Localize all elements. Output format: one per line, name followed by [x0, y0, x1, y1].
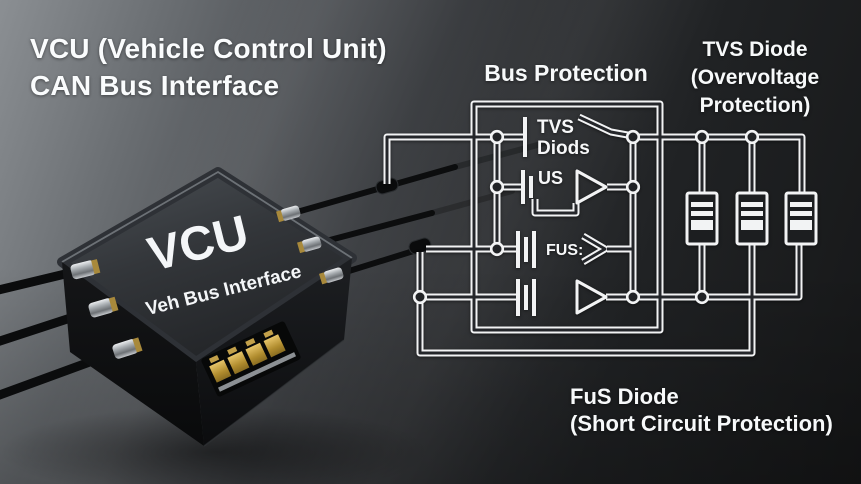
tvs-diode-label-line2: (Overvoltage [690, 66, 820, 89]
fus-diode-label: FuS Diode (Short Circuit Protection) [570, 383, 833, 437]
junction-node [625, 179, 641, 195]
vcu-device: VCU Veh Bus Interface [57, 167, 357, 447]
junction-nodes [412, 129, 760, 305]
gold-pin [245, 342, 268, 366]
page-title-line1: VCU (Vehicle Control Unit) [30, 33, 387, 64]
cable-connector [88, 296, 119, 318]
gold-pin [263, 334, 286, 358]
gold-edge-connector [201, 321, 301, 397]
junction-node [744, 129, 760, 145]
junction-node [625, 289, 641, 305]
fus-diode-label-line2: (Short Circuit Protection) [570, 411, 833, 436]
tvs-diode-components [685, 191, 818, 246]
buffer-triangle-icon [575, 279, 608, 315]
cable-connector [112, 337, 143, 359]
junction-node [489, 129, 505, 145]
cable-connectors-left [70, 259, 143, 359]
tvs-diode-label-line3: Protection) [699, 94, 811, 117]
buffer-triangle-icon [575, 169, 608, 205]
cable-connector [70, 259, 101, 280]
tvs-diode-label-line1: TVS Diode [702, 38, 808, 61]
capacitor-bars-icon [516, 117, 536, 316]
schematic-tvs-label-line2: Diods [537, 138, 590, 159]
junction-node [489, 179, 505, 195]
junction-node [694, 289, 710, 305]
bus-protection-label: Bus Protection [484, 60, 648, 86]
schematic-fus-label: FUS: [546, 242, 583, 259]
fus-diode-label-line1: FuS Diode [570, 384, 679, 409]
tvs-diode-component [685, 191, 719, 246]
cable-connectors-right [276, 205, 344, 285]
cable-taps [375, 177, 432, 255]
cable-connector [319, 267, 344, 285]
cable-right-1 [287, 164, 458, 217]
junction-node [489, 241, 505, 257]
connector-strip [218, 352, 297, 392]
device-bottom-edge [203, 339, 345, 447]
connector-pins [208, 329, 286, 383]
device-shadow [0, 406, 430, 484]
tvs-diode-component [784, 191, 818, 246]
tvs-diode-label: TVS Diode (Overvoltage Protection) [652, 36, 858, 120]
page-title-line2: CAN Bus Interface [30, 70, 280, 101]
cable-connector [276, 205, 301, 223]
tvs-diode-component [735, 191, 769, 246]
schematic-tvs-label-line1: TVS [537, 117, 574, 138]
gold-pin [209, 359, 232, 383]
schematic-us-label: US [538, 168, 563, 188]
gold-pin [227, 351, 250, 375]
junction-node [625, 129, 641, 145]
device-edge-highlight [61, 170, 353, 263]
schematic: TVS Diods US FUS: [387, 104, 818, 353]
cable-connector [297, 236, 322, 254]
junction-node [412, 289, 428, 305]
junction-node [694, 129, 710, 145]
page-title: VCU (Vehicle Control Unit) CAN Bus Inter… [30, 30, 387, 104]
